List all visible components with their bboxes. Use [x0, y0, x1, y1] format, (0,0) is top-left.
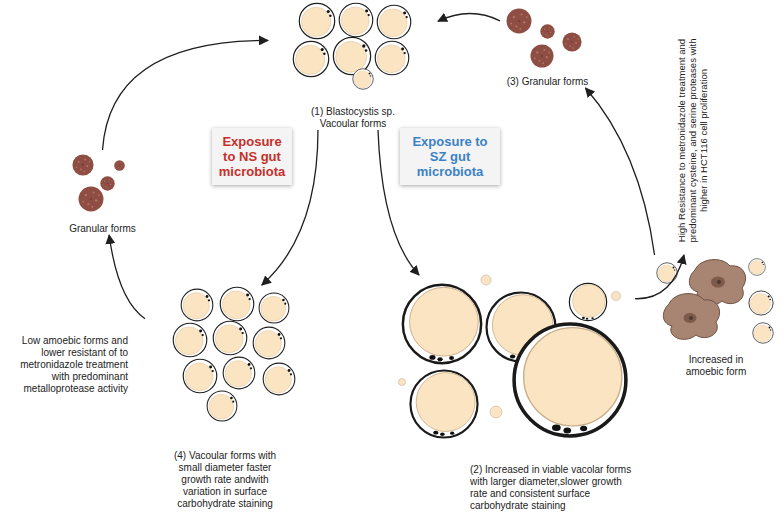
- stage-label: Increased in amoebic form: [670, 354, 762, 378]
- stage-label: (4) Vacoular forms with small diameter f…: [166, 450, 284, 510]
- stage-label: (3) Granular forms: [500, 76, 595, 88]
- exposure-label: Exposure to SZ gut microbiota: [404, 134, 496, 179]
- cycle-arrow: [635, 255, 684, 299]
- exposure-box: Exposure to NS gut microbiota: [212, 128, 292, 185]
- stage-label: (1) Blastocystis sp. Vacoular forms: [297, 106, 409, 130]
- stage-amoebic: Increased in amoebic form: [652, 255, 780, 378]
- cycle-arrow: [438, 13, 500, 21]
- stage-vacuolar: (1) Blastocystis sp. Vacoular forms: [268, 2, 438, 130]
- stage-small-vacuolar: (4) Vacoular forms with small diameter f…: [145, 285, 305, 510]
- stage-granular: Granular forms: [55, 150, 150, 235]
- exposure-box: Exposure to SZ gut microbiota: [400, 128, 500, 185]
- stage-label: (2) Increased in viable vacolar forms wi…: [470, 464, 635, 512]
- exposure-label: Exposure to NS gut microbiota: [216, 134, 288, 179]
- annotation-note: High Resistance to metronidazole treatme…: [676, 32, 709, 248]
- annotation-note: Low amoebic forms and lower resistant of…: [8, 335, 128, 395]
- cycle-arrow: [586, 88, 655, 255]
- stage-label: Granular forms: [55, 223, 150, 235]
- stage-granular: (3) Granular forms: [500, 4, 595, 88]
- stage-large-vacuolar: (2) Increased in viable vacolar forms wi…: [395, 275, 635, 512]
- cycle-arrow: [109, 235, 145, 319]
